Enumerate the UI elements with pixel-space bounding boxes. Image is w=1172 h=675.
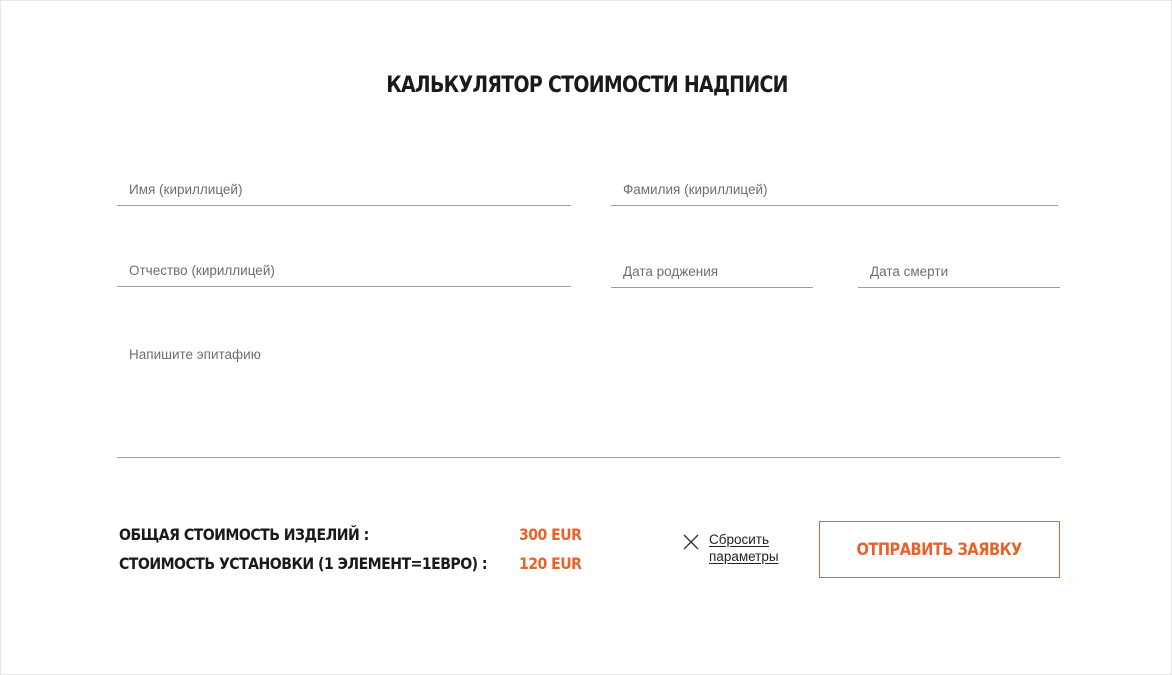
last-name-input[interactable]	[611, 173, 1058, 206]
submit-request-button[interactable]: ОТПРАВИТЬ ЗАЯВКУ	[819, 521, 1060, 578]
submit-request-label: ОТПРАВИТЬ ЗАЯВКУ	[856, 539, 1023, 560]
total-cost-label: ОБЩАЯ СТОИМОСТЬ ИЗДЕЛИЙ :	[119, 525, 369, 544]
birth-date-input[interactable]	[611, 255, 813, 288]
patronymic-input[interactable]	[117, 254, 571, 287]
installation-cost-label: СТОИМОСТЬ УСТАНОВКИ (1 ЭЛЕМЕНТ=1ЕВРО) :	[119, 554, 488, 573]
epitaph-textarea[interactable]	[117, 328, 1060, 458]
page-title: КАЛЬКУЛЯТОР СТОИМОСТИ НАДПИСИ	[386, 73, 788, 98]
reset-parameters-button[interactable]: Сбросить параметры	[683, 531, 803, 571]
total-cost-value: 300 EUR	[519, 525, 582, 544]
close-icon	[683, 534, 699, 550]
reset-parameters-label: Сбросить параметры	[709, 532, 779, 564]
first-name-input[interactable]	[117, 173, 571, 206]
installation-cost-value: 120 EUR	[519, 554, 582, 573]
death-date-input[interactable]	[858, 255, 1060, 288]
